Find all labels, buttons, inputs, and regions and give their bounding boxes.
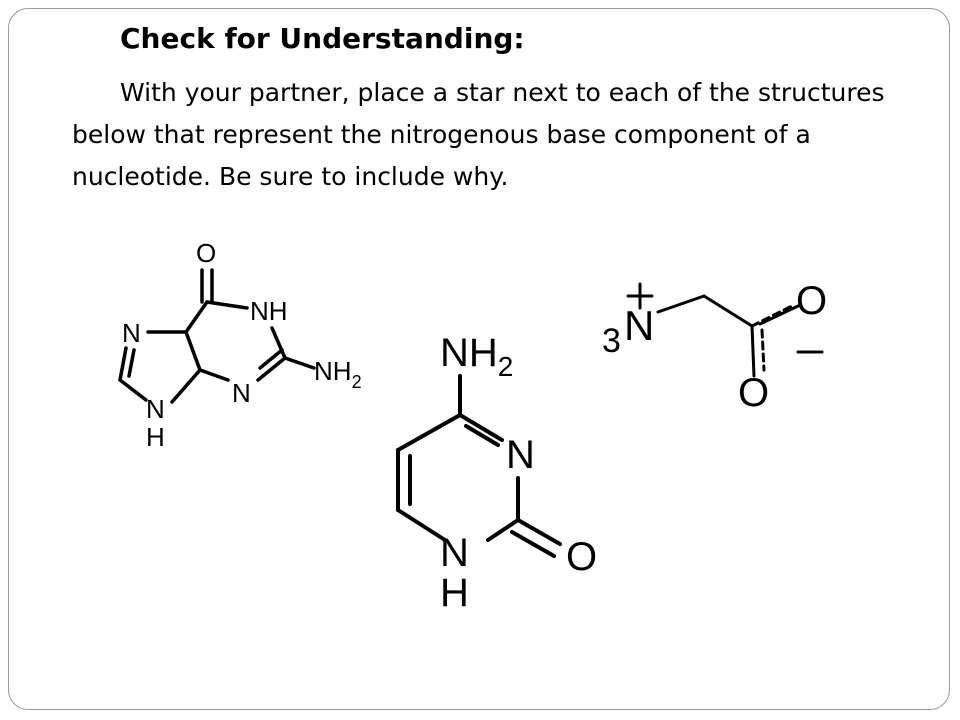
cytosine-ring-n: N: [506, 433, 535, 477]
cytosine-nh2-main: NH: [440, 331, 498, 375]
amino-acid-structure: + 3 N O O –: [600, 269, 827, 415]
amino-acid-oxygen-top: O: [796, 279, 827, 323]
slide-title: Check for Understanding:: [120, 22, 525, 55]
guanine-ring-n-bottom: N: [232, 378, 251, 408]
cytosine-nh2-label: NH2: [440, 331, 513, 382]
cytosine-nh-h: H: [440, 571, 469, 615]
guanine-nh2-main: NH: [314, 356, 352, 386]
guanine-oxygen-label: O: [196, 238, 216, 268]
cytosine-nh-n: N: [440, 531, 469, 575]
slide-instructions: With your partner, place a star next to …: [72, 78, 885, 191]
guanine-nh-label: NH: [250, 296, 288, 326]
guanine-structure: O NH N N N H NH2: [118, 238, 362, 452]
cytosine-oxygen-label: O: [566, 535, 597, 579]
amino-acid-n-prefix: 3: [602, 322, 621, 360]
guanine-nh2-subscript: 2: [352, 372, 362, 392]
guanine-nh-bottom-n: N: [146, 394, 165, 424]
slide-frame: [8, 8, 950, 710]
cytosine-structure: NH2 N N H O: [396, 331, 597, 615]
guanine-nh-bottom-h: H: [146, 422, 165, 452]
cytosine-nh2-subscript: 2: [498, 351, 514, 382]
guanine-nh2-label: NH2: [314, 356, 362, 392]
amino-acid-nitrogen-label: N: [624, 302, 654, 349]
amino-acid-oxygen-bottom: O: [738, 371, 769, 415]
guanine-ring-n-left: N: [122, 318, 141, 348]
amino-acid-minus-charge: –: [600, 269, 601, 271]
